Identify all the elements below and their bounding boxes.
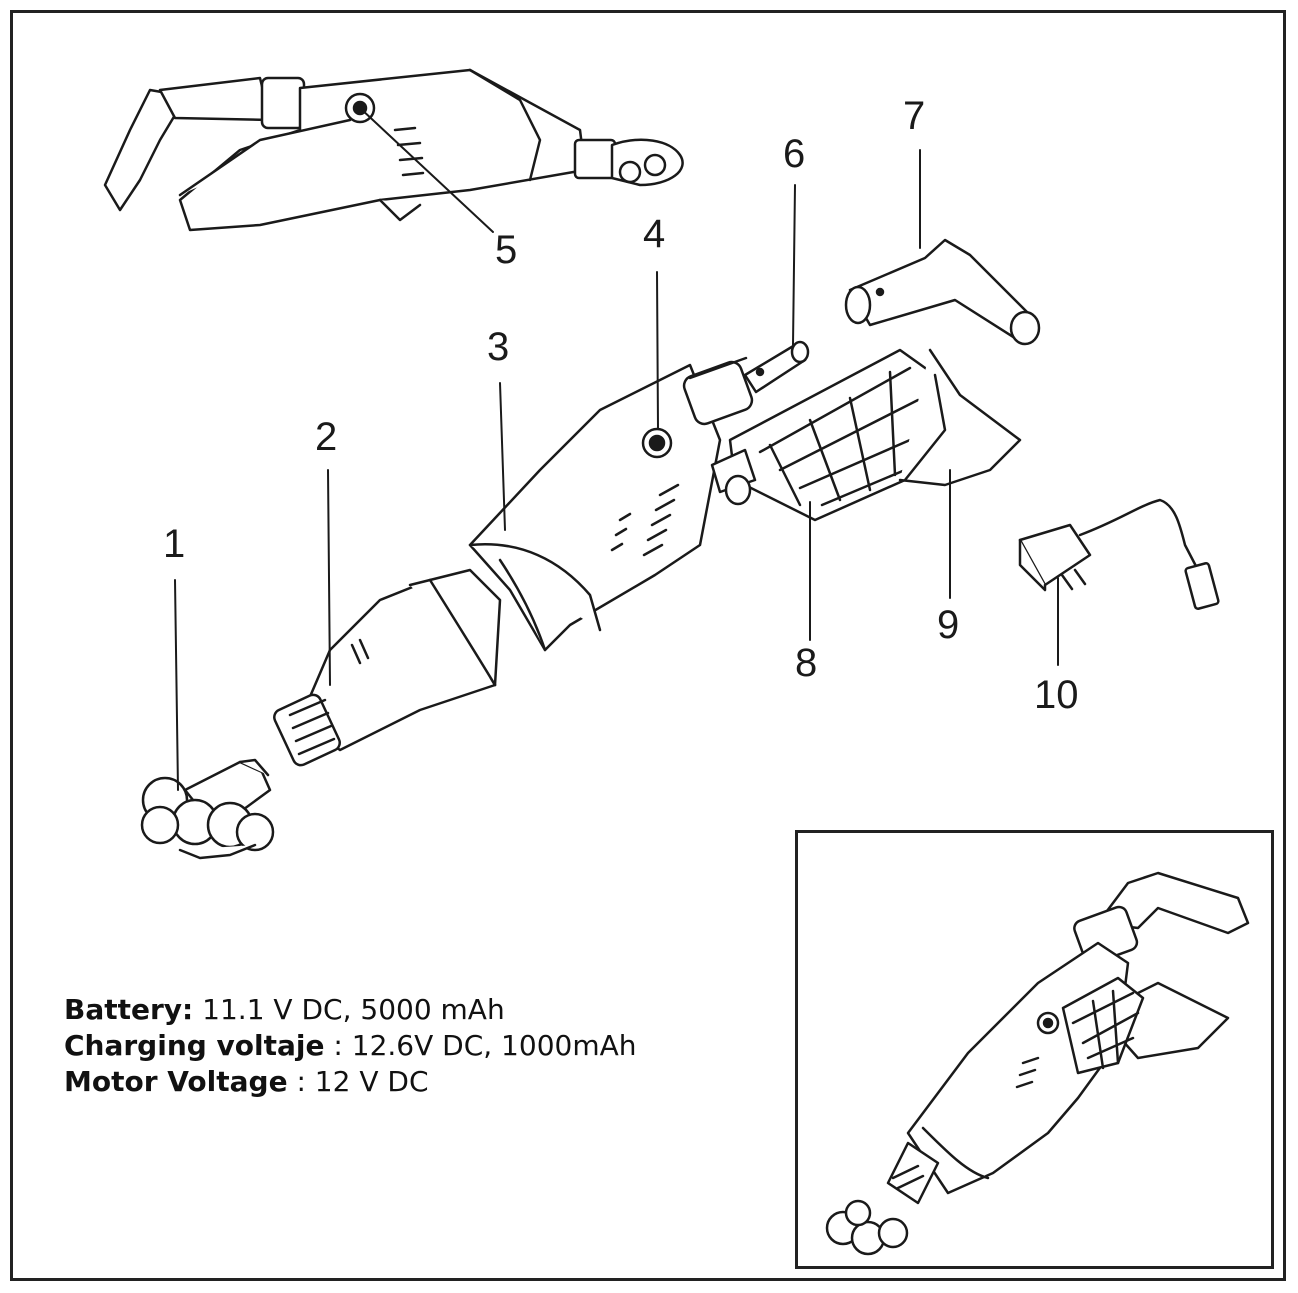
- part-4-power-button: [641, 427, 673, 459]
- part-3-main-housing: [468, 356, 754, 652]
- assembled-vacuum-inset-drawing: [825, 871, 1250, 1256]
- callout-10: 10: [1034, 673, 1079, 717]
- part-6-connector-tube: [743, 340, 810, 394]
- part-10-charger: [1018, 498, 1220, 610]
- spec-label: Charging voltaje: [64, 1029, 325, 1062]
- part-9-filter-bag: [898, 348, 1022, 487]
- spec-charging-voltage: Charging voltaje : 12.6V DC, 1000mAh: [64, 1028, 637, 1064]
- callout-9: 9: [937, 603, 960, 647]
- callout-7: 7: [903, 94, 926, 138]
- callout-1: 1: [163, 522, 186, 566]
- callout-6: 6: [783, 132, 806, 176]
- leader-lines: [174, 107, 1059, 791]
- part-1-brush-head: [140, 758, 275, 860]
- callout-5: 5: [495, 228, 518, 272]
- spec-battery: Battery: 11.1 V DC, 5000 mAh: [64, 992, 637, 1028]
- specifications: Battery: 11.1 V DC, 5000 mAh Charging vo…: [64, 992, 637, 1100]
- part-7-handle: [844, 238, 1041, 346]
- callout-2: 2: [315, 415, 338, 459]
- callout-3: 3: [487, 325, 510, 369]
- spec-value: : 12 V DC: [287, 1065, 429, 1098]
- diagram-frame: [10, 10, 1286, 1281]
- spec-value: 11.1 V DC, 5000 mAh: [193, 993, 505, 1026]
- part-2-nozzle-cone: [273, 568, 502, 767]
- callout-4: 4: [643, 212, 666, 256]
- assembled-vacuum-illustration: [103, 68, 684, 232]
- spec-label: Battery:: [64, 993, 194, 1026]
- spec-label: Motor Voltage: [64, 1065, 288, 1098]
- assembled-view-inset: [795, 830, 1274, 1269]
- spec-motor-voltage: Motor Voltage : 12 V DC: [64, 1064, 637, 1100]
- callout-8: 8: [795, 641, 818, 685]
- spec-value: : 12.6V DC, 1000mAh: [324, 1029, 637, 1062]
